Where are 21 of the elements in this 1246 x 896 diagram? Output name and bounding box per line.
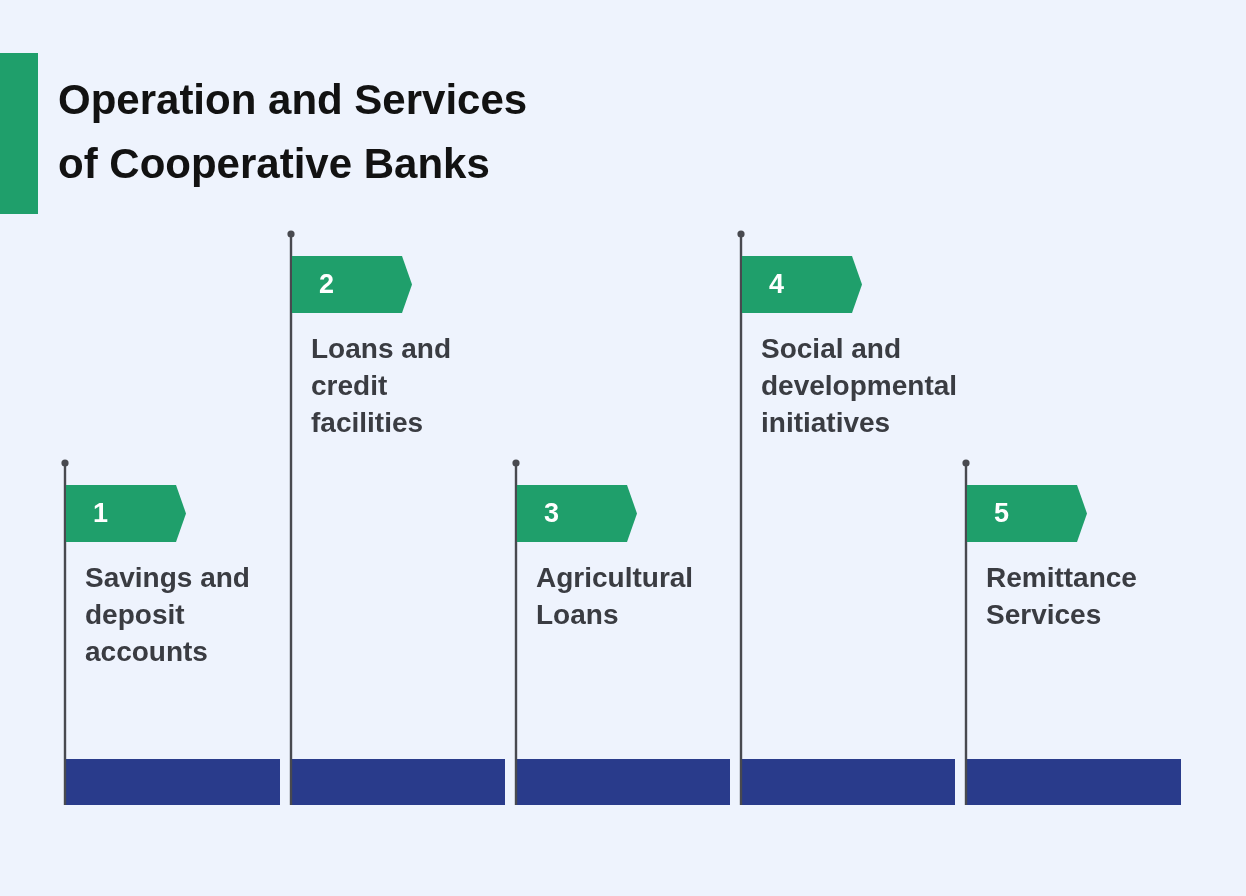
step-number: 3 <box>544 497 560 530</box>
step-number: 1 <box>93 497 109 530</box>
base-bar <box>515 759 730 805</box>
step-number: 4 <box>769 268 785 301</box>
base-bar <box>290 759 505 805</box>
step-number: 2 <box>319 268 335 301</box>
title: Operation and Services of Cooperative Banks <box>58 75 529 189</box>
base-bar <box>740 759 955 805</box>
flag-marker <box>967 485 1087 542</box>
base-bar <box>65 759 280 805</box>
base-bar <box>966 759 1181 805</box>
flag-marker <box>517 485 637 542</box>
service-label: Agricultural Loans <box>536 561 695 632</box>
step-number: 5 <box>994 497 1010 530</box>
flag-marker <box>292 256 412 313</box>
service-label: Remittance Services <box>986 561 1138 632</box>
service-label: Savings and deposit accounts <box>85 561 251 669</box>
service-label: Loans and credit facilities <box>311 332 452 440</box>
flag-marker <box>742 256 862 313</box>
flag-marker <box>66 485 186 542</box>
service-label: Social and developmental initiatives <box>761 332 959 440</box>
